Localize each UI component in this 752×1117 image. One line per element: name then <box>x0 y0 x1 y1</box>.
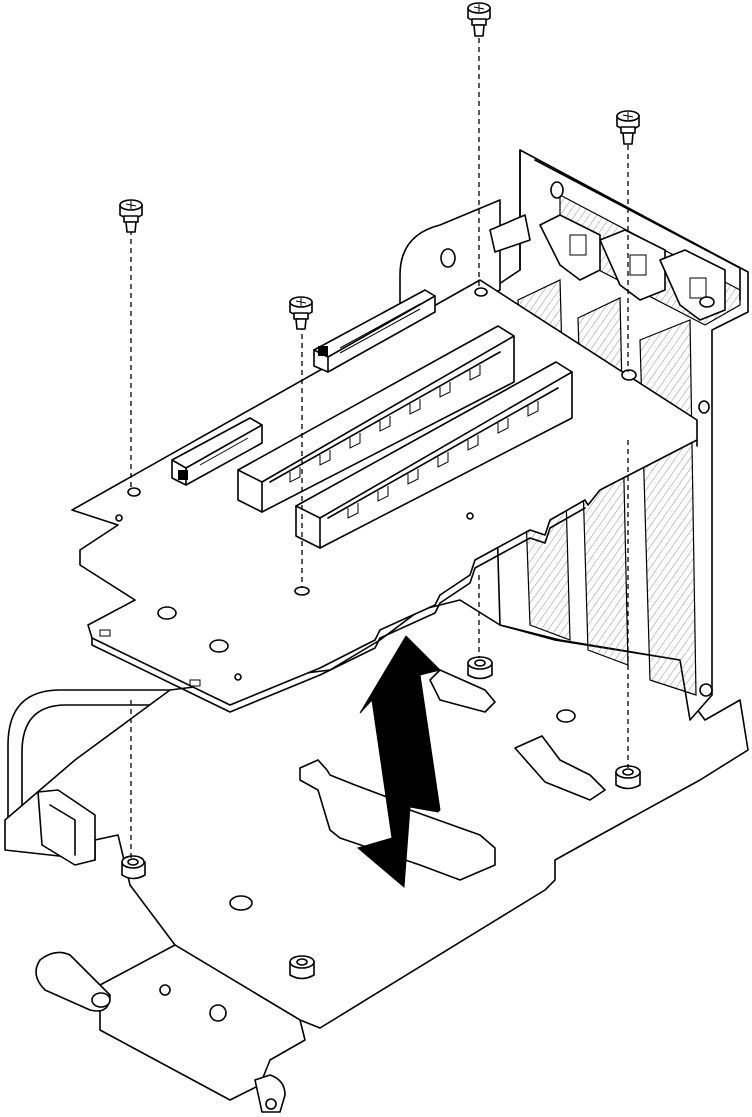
standoff-left <box>121 855 146 880</box>
alignment-guides <box>130 38 629 858</box>
screw-center <box>289 296 313 330</box>
floor-cutout-slot-2 <box>514 735 606 801</box>
pcb-hole-rear <box>474 287 488 297</box>
hinge-hole-2 <box>209 1004 227 1022</box>
hinge-hole-1 <box>159 984 171 996</box>
thumbscrew <box>254 1074 286 1113</box>
standoff-right <box>615 765 641 790</box>
riser-card <box>71 279 698 713</box>
slot-bracket-3 <box>639 319 697 696</box>
riser-cage <box>4 149 749 1113</box>
cage-rod <box>7 689 191 846</box>
cage-floor-plate <box>4 599 749 1029</box>
standoff-center <box>289 955 315 980</box>
screw-right <box>616 110 640 145</box>
floor-hole-2 <box>556 709 576 723</box>
cable-clip <box>37 789 96 866</box>
hinge-bracket <box>99 944 306 1101</box>
pcie-slot-lower <box>295 361 573 549</box>
pcie-slot-upper <box>237 325 515 513</box>
pcb-hole-center <box>294 586 310 596</box>
floor-cutout-front <box>299 759 496 881</box>
hinge-pin-end <box>91 992 111 1008</box>
pcb-hole-right <box>621 369 637 381</box>
standoff-rear <box>467 656 493 680</box>
screw-rear <box>467 2 491 37</box>
connector-left <box>171 417 263 486</box>
floor-hole-1 <box>229 895 253 911</box>
install-direction-arrow <box>356 635 441 889</box>
screw-left <box>119 199 143 233</box>
pcb-hole-left <box>127 487 141 497</box>
hinge-pin-barrel <box>35 951 111 1012</box>
connector-right <box>313 289 436 373</box>
